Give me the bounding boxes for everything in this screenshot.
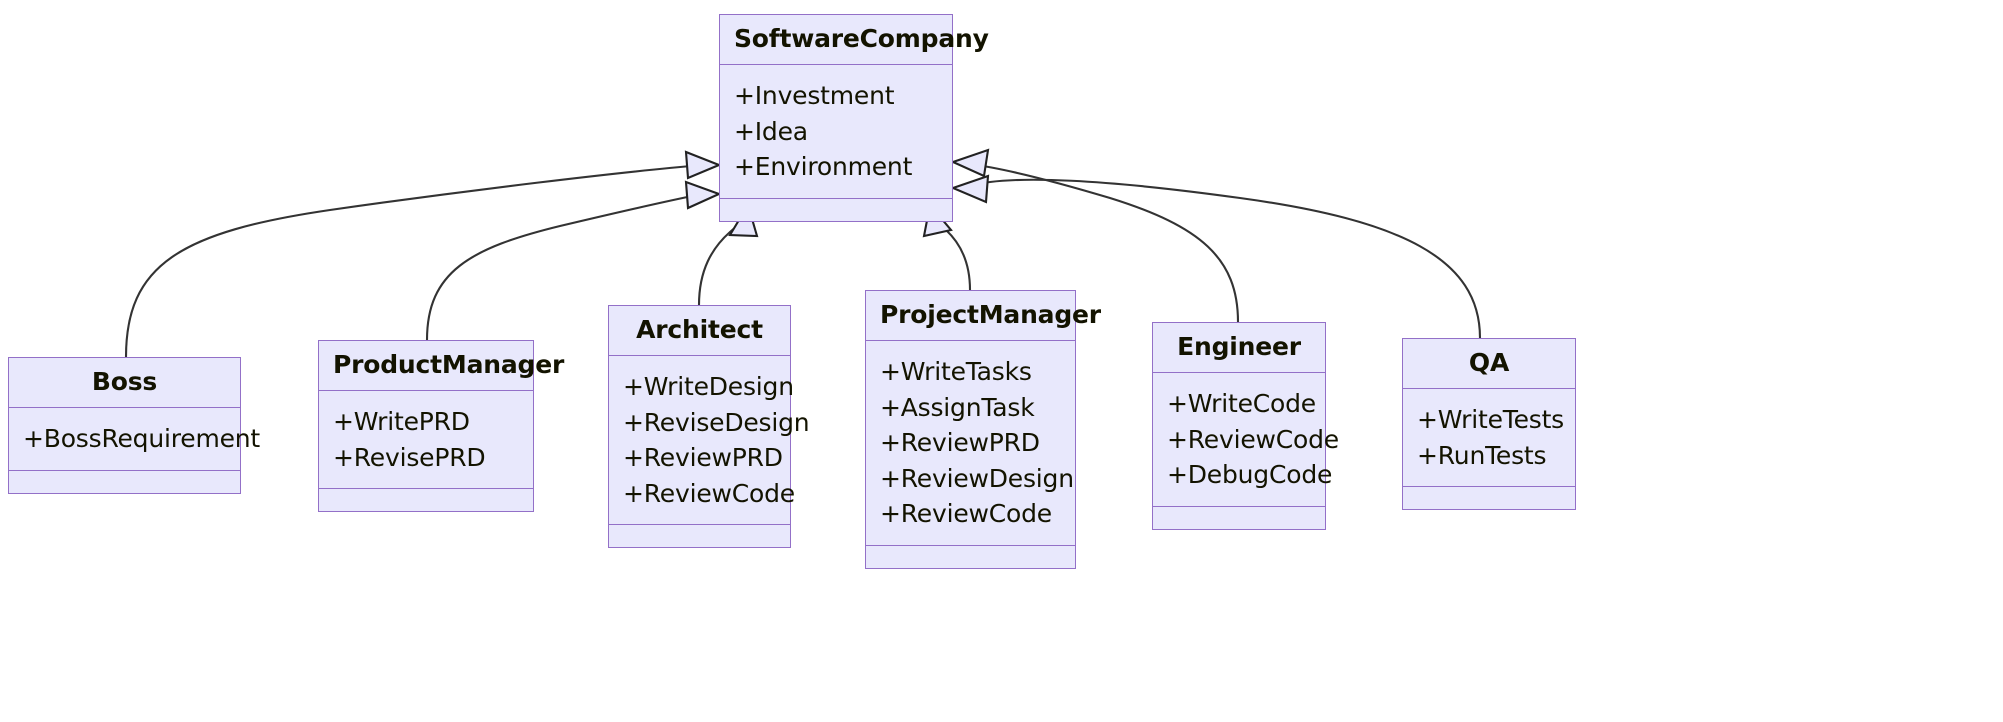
edge-projectmanager-to-softwarecompany xyxy=(934,220,972,291)
class-member: +RevisePRD xyxy=(333,442,486,472)
class-member: +Environment xyxy=(734,152,913,181)
class-name-software-company: SoftwareCompany xyxy=(720,15,989,65)
class-methods-engineer xyxy=(1153,507,1325,529)
class-box-architect[interactable]: Architect +WriteDesign +ReviseDesign +Re… xyxy=(608,305,810,548)
class-name-qa: QA xyxy=(1403,339,1575,389)
inheritance-arrowhead-qa xyxy=(950,174,990,204)
class-methods-boss xyxy=(9,471,240,493)
class-attributes-architect: +WriteDesign +ReviseDesign +ReviewPRD +R… xyxy=(609,356,810,525)
inheritance-arrowhead-productmanager xyxy=(684,180,722,210)
class-member: +ReviewPRD xyxy=(623,443,783,472)
class-name-project-manager: ProjectManager xyxy=(866,291,1101,341)
class-member: +Investment xyxy=(734,81,895,110)
class-member: +RunTests xyxy=(1417,440,1547,470)
class-attributes-boss: +BossRequirement xyxy=(9,408,261,471)
edge-architect-to-softwarecompany xyxy=(697,220,746,306)
class-box-qa[interactable]: QA +WriteTests +RunTests xyxy=(1402,338,1576,510)
class-member: +DebugCode xyxy=(1167,460,1333,489)
class-name-product-manager: ProductManager xyxy=(319,341,564,391)
class-attributes-engineer: +WriteCode +ReviewCode +DebugCode xyxy=(1153,373,1339,507)
class-attributes-product-manager: +WritePRD +RevisePRD xyxy=(319,391,533,489)
inheritance-arrowhead-boss xyxy=(684,150,722,180)
class-member: +WriteTests xyxy=(1417,405,1565,434)
class-member: +ReviewDesign xyxy=(880,463,1074,493)
inheritance-arrowhead-engineer xyxy=(950,148,990,178)
class-box-boss[interactable]: Boss +BossRequirement xyxy=(8,357,261,494)
class-name-engineer: Engineer xyxy=(1153,323,1325,373)
class-member: +ReviewPRD xyxy=(880,428,1040,457)
class-methods-architect xyxy=(609,525,790,547)
class-member: +Idea xyxy=(734,116,808,146)
class-member: +AssignTask xyxy=(880,392,1035,422)
class-member: +ReviewCode xyxy=(1167,424,1339,454)
class-name-architect: Architect xyxy=(609,306,790,356)
class-attributes-project-manager: +WriteTasks +AssignTask +ReviewPRD +Revi… xyxy=(866,341,1075,546)
class-box-software-company[interactable]: SoftwareCompany +Investment +Idea +Envir… xyxy=(719,14,989,222)
class-methods-project-manager xyxy=(866,546,1075,568)
class-methods-product-manager xyxy=(319,489,533,511)
class-name-boss: Boss xyxy=(9,358,240,408)
class-box-product-manager[interactable]: ProductManager +WritePRD +RevisePRD xyxy=(318,340,564,512)
class-methods-software-company xyxy=(720,199,952,221)
class-member: +WriteDesign xyxy=(623,372,794,401)
class-member: +ReviewCode xyxy=(880,499,1052,528)
class-member: +ReviewCode xyxy=(623,478,795,508)
class-methods-qa xyxy=(1403,487,1575,509)
class-box-project-manager[interactable]: ProjectManager +WriteTasks +AssignTask +… xyxy=(865,290,1101,569)
class-member: +WriteCode xyxy=(1167,389,1316,418)
class-attributes-qa: +WriteTests +RunTests xyxy=(1403,389,1575,487)
class-attributes-software-company: +Investment +Idea +Environment xyxy=(720,65,952,199)
class-member: +ReviseDesign xyxy=(623,407,810,437)
class-box-engineer[interactable]: Engineer +WriteCode +ReviewCode +DebugCo… xyxy=(1152,322,1339,530)
class-member: +BossRequirement xyxy=(23,424,261,453)
class-member: +WritePRD xyxy=(333,407,470,436)
class-member: +WriteTasks xyxy=(880,357,1032,386)
